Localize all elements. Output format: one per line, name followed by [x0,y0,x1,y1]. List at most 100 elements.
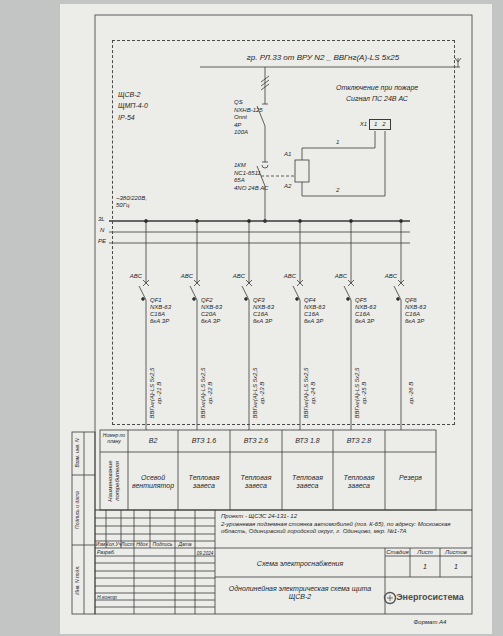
label-text: 65А [234,177,245,184]
feeder-lines-stroke [242,286,249,300]
margin-strip-stroke [72,432,95,614]
label-text: 2-уровневая подземная стоянка автомобиле… [221,521,461,535]
drawing-frame [95,15,472,614]
label-text: гр.-26 В [408,378,415,408]
feeder-lines-stroke [146,300,147,430]
label-text: N [100,227,104,234]
contactor-symbol-stroke [295,160,309,182]
consumer-table-stroke [230,430,231,510]
label-text: Энергосистема [396,592,464,602]
company-logo-stroke [385,593,396,604]
label-text: АВС [335,273,347,280]
label-text: 4NO 24В АС [234,185,268,192]
feeder-lines-stroke [351,300,352,430]
label-text: 1 [423,563,427,571]
label-text: NC1-6511 [234,170,261,177]
company-logo [385,593,396,604]
pin-number: 2 [382,121,385,128]
label-text: Подпись и дата [75,477,81,543]
label-text: Однолинейная электрическая схема щита ЩС… [220,585,380,601]
label-text: 1КМ [234,162,246,169]
title-block-stroke [385,548,386,614]
feeder-lines-stroke [398,280,404,286]
feeder-lines-stroke [197,221,198,283]
consumer-table-stroke [178,430,179,510]
title-block [95,510,472,614]
feeder-lines-stroke [401,300,402,430]
label-text: PE [98,238,106,245]
feeder-lines-stroke [143,280,149,286]
label-text: Резерв [388,474,434,482]
bus-bars-stroke [109,232,410,233]
feeder-lines-stroke [300,300,301,430]
label-text: Тепловая завеса [233,474,279,490]
consumer-table-stroke [100,452,436,453]
control-wire-stroke [302,131,375,160]
label-text: ВТЗ 1.6 [192,437,216,445]
bus-bars-stroke [109,243,410,244]
label-text: Взам. инв. N [75,433,81,473]
terminal-name: X1 [360,121,367,128]
title-block-stroke [95,571,215,572]
title-block-stroke [95,578,215,579]
label-text: ВВГнг(А)-LS 5х2,5 гр.-24 В [303,362,317,424]
feeder-lines-stroke [348,280,354,286]
switch-symbol-stroke [262,104,268,105]
contactor-symbol-stroke [262,165,268,168]
label-text: Тепловая завеса [336,474,382,490]
label-text: Схема электроснабжения [257,560,343,568]
label-text: В2 [149,437,158,445]
incoming-line-stroke [261,84,269,90]
feeder-lines-stroke [296,298,299,301]
title-block-stroke [175,510,176,614]
label-text: Отключение при пожаре [336,84,418,92]
feeder-lines-stroke [246,280,252,286]
label-text: ВТЗ 2.6 [244,437,268,445]
label-text: Формат А4 [414,619,447,626]
panel-enclosure: ЩСВ-2ЩМП-4-0IP-54X112 [112,40,455,425]
feeder-lines-stroke [246,280,252,286]
incoming-line [200,58,461,104]
label-text: QS [234,99,243,106]
label-text: Лист [121,542,134,548]
label-text: Подпись [153,542,173,548]
feeder-lines-stroke [190,286,197,300]
title-block-stroke [385,556,472,557]
label-text: Осевой вентилятор [130,474,176,490]
incoming-line-stroke [200,67,460,68]
feeder-lines-stroke [247,219,250,222]
label-text: Лист [417,549,432,556]
title-block-stroke [95,526,215,527]
label-text: Ндок [136,542,148,548]
title-block-stroke [134,510,135,614]
label-text: ВВГнг(А)-LS 5х2,5 гр.-22 В [200,362,214,424]
title-block-stroke [95,534,215,535]
terminal-block: X112 [369,119,391,130]
label-text: QF3 NXB-63 C16A 6кА 3P [253,297,277,325]
label-text: ВВГнг(А)-LS 5х2,5 гр.-25 В [354,362,368,424]
label-text: Кол.Уч [106,542,122,548]
label-text: ~380/220В, 50Гц [116,195,156,209]
label-text: 2 [336,187,339,194]
margin-strip-stroke [72,475,95,476]
title-block-stroke [95,593,215,594]
title-block-stroke [410,548,411,577]
feeder-lines-stroke [399,219,402,222]
label-text: АВС [284,273,296,280]
label-text: Н.контр [97,595,117,601]
label-text: QF6 NXB-63 C16A 6кА 3P [405,297,429,325]
margin-strip-stroke [72,545,95,546]
label-text: A2 [284,183,291,190]
panel-designation: ЩМП-4-0 [118,102,148,110]
label-text: АВС [233,273,245,280]
panel-designation: IP-54 [118,114,148,122]
label-text: 09.2024 [197,551,214,556]
incoming-line-stroke [458,58,461,62]
title-block-stroke [195,510,196,614]
label-text: QF4 NXB-63 C16A 6кА 3P [304,297,328,325]
label-text: ВТЗ 2.8 [347,437,371,445]
bus-bars [109,219,410,243]
label-text: гр. РЛ.33 от ВРУ N2 _ ВВГнг(А)-LS 5х25 [247,53,399,62]
feeder-lines-stroke [297,280,303,286]
